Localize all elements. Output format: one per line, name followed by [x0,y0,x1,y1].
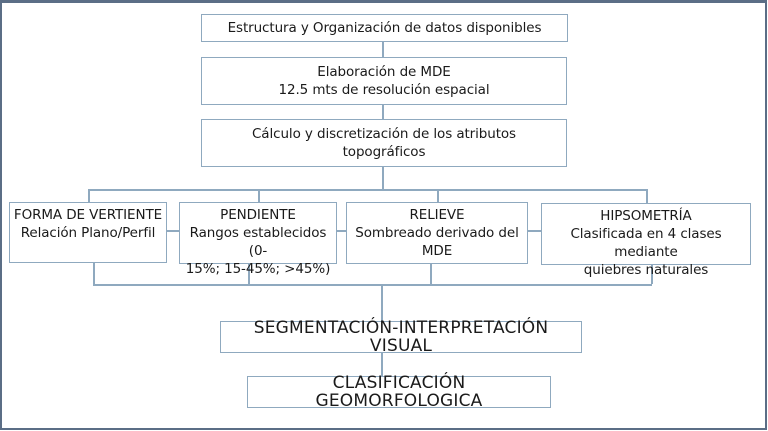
drop-forma [88,189,90,202]
rise-pendiente [248,264,250,284]
bottom-bracket [93,284,652,286]
top-bracket [88,189,647,191]
rise-hipsometria [651,264,653,284]
connector-step3-trunk [382,166,384,189]
step-calculo-atributos-box: Cálculo y discretización de los atributo… [201,119,567,167]
attribute-forma-vertiente-box: FORMA DE VERTIENTE Relación Plano/Perfil [9,202,167,263]
connector-step2-step3 [382,104,384,119]
link-relieve-hipsometria [528,230,541,232]
attribute-hipsometria-box: HIPSOMETRÍA Clasificada en 4 clases medi… [541,203,751,278]
step-estructura-box: Estructura y Organización de datos dispo… [201,14,568,42]
drop-hipsometria [646,189,648,203]
rise-forma [93,262,95,284]
link-forma-pendiente [166,230,179,232]
connector-step1-step2 [382,41,384,57]
attribute-forma-vertiente-title: FORMA DE VERTIENTE [13,207,163,223]
drop-relieve [437,189,439,202]
attribute-pendiente-line1: Rangos establecidos (0- [189,225,327,259]
drop-pendiente [258,189,260,202]
step-elaboracion-mde-line1: Elaboración de MDE [317,64,451,80]
attribute-hipsometria-line1: Clasificada en 4 clases mediante [570,226,722,260]
attribute-hipsometria-line2: quiebres naturales [583,262,709,278]
output-clasificacion-label: CLASIFICACIÓN GEOMORFOLOGICA [315,373,483,411]
step-calculo-atributos-line2: topográficos [342,144,426,160]
step-calculo-atributos-line1: Cálculo y discretización de los atributo… [251,126,516,142]
attribute-pendiente-title: PENDIENTE [220,207,296,223]
output-segmentacion-box: SEGMENTACIÓN-INTERPRETACIÓN VISUAL [220,318,582,356]
attribute-forma-vertiente-line1: Relación Plano/Perfil [20,225,156,241]
attribute-hipsometria-title: HIPSOMETRÍA [600,208,692,224]
rise-relieve [430,263,432,284]
attribute-pendiente-box: PENDIENTE Rangos establecidos (0- 15%; 1… [179,202,337,277]
step-elaboracion-mde-line2: 12.5 mts de resolución espacial [278,82,490,98]
step-estructura-text: Estructura y Organización de datos dispo… [227,20,542,36]
attribute-relieve-box: RELIEVE Sombreado derivado del MDE [346,202,528,264]
attribute-relieve-title: RELIEVE [409,207,465,223]
connector-bracket-segmentacion [381,284,383,321]
attribute-relieve-line1: Sombreado derivado del [355,225,519,241]
attribute-pendiente-line2: 15%; 15-45%; >45%) [185,261,331,277]
step-elaboracion-mde-box: Elaboración de MDE 12.5 mts de resolució… [201,57,567,105]
attribute-relieve-line2: MDE [421,243,453,259]
link-pendiente-relieve [337,230,346,232]
output-clasificacion-box: CLASIFICACIÓN GEOMORFOLOGICA [247,373,551,411]
connector-segmentacion-clasificacion [381,352,383,376]
output-segmentacion-label: SEGMENTACIÓN-INTERPRETACIÓN VISUAL [253,318,549,356]
